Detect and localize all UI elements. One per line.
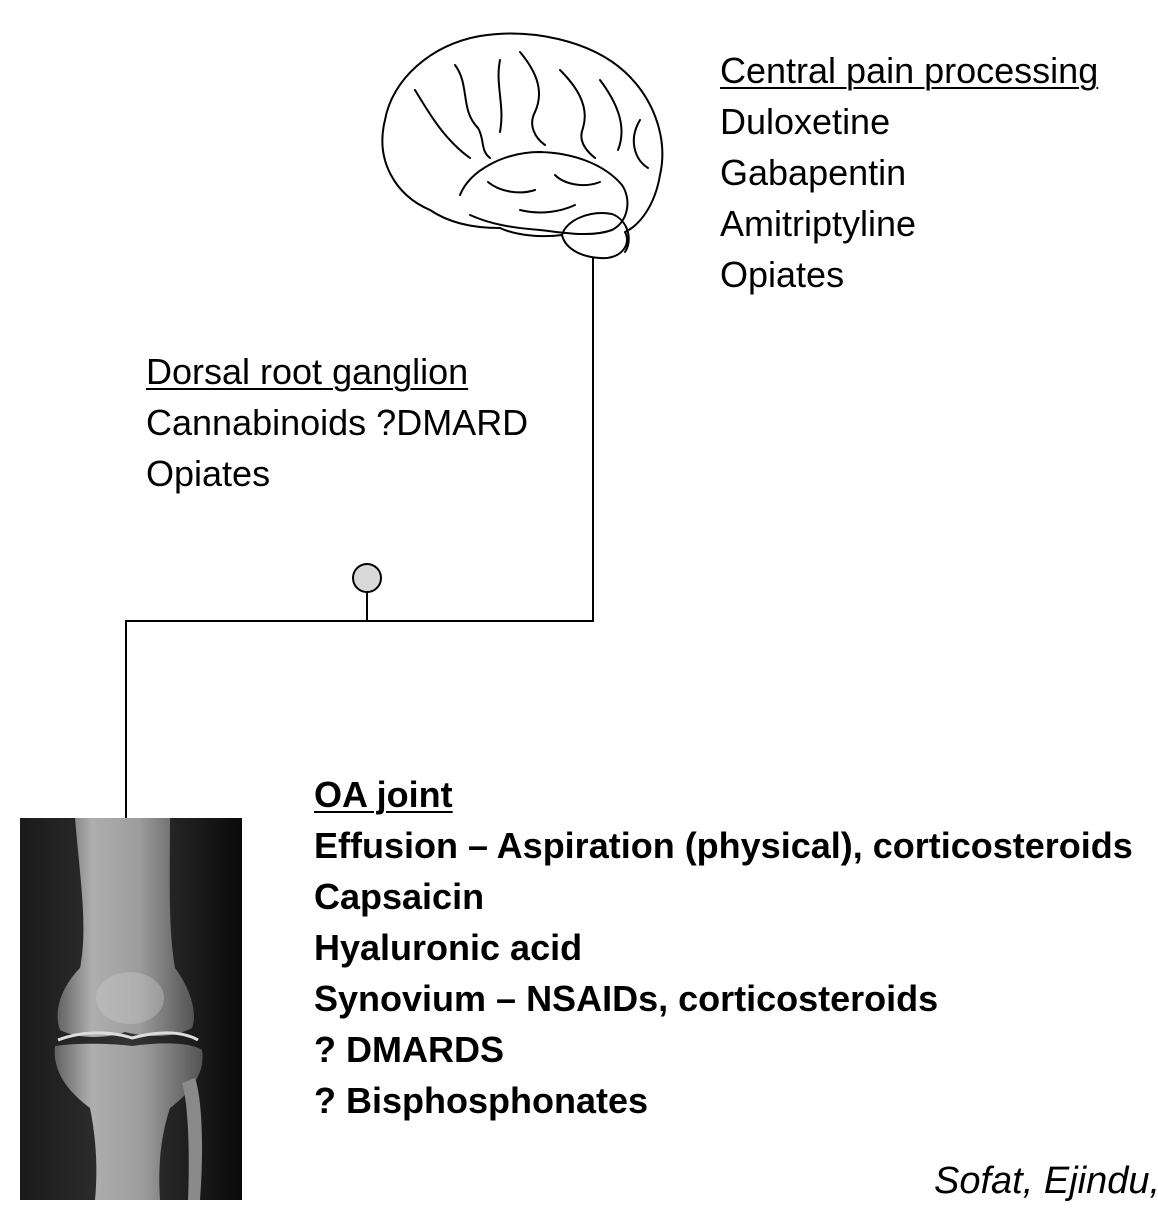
oa-item: Synovium – NSAIDs, corticosteroids (314, 978, 939, 1019)
oa-item: Effusion – Aspiration (physical), cortic… (314, 825, 1133, 866)
brain-icon (381, 32, 664, 260)
oa-heading: OA joint (314, 774, 453, 815)
central-item: Duloxetine (720, 101, 891, 142)
oa-item: ? DMARDS (314, 1029, 504, 1070)
knee-xray-image (20, 818, 242, 1200)
central-item: Opiates (720, 254, 845, 295)
oa-item: ? Bisphosphonates (314, 1080, 649, 1121)
central-heading: Central pain processing (720, 50, 1099, 91)
central-pain-processing-block: Central pain processing Duloxetine Gabap… (720, 45, 1098, 300)
oa-item: Capsaicin (314, 876, 485, 917)
oa-joint-block: OA joint Effusion – Aspiration (physical… (314, 769, 1133, 1126)
central-item: Amitriptyline (720, 203, 917, 244)
central-item: Gabapentin (720, 152, 907, 193)
ganglion-icon (352, 563, 382, 621)
oa-item: Hyaluronic acid (314, 927, 583, 968)
dorsal-root-ganglion-block: Dorsal root ganglion Cannabinoids ?DMARD… (146, 346, 528, 499)
citation-text: Sofat, Ejindu, (934, 1160, 1158, 1202)
drg-item: Opiates (146, 453, 271, 494)
drg-heading: Dorsal root ganglion (146, 351, 469, 392)
drg-item: Cannabinoids ?DMARD (146, 402, 529, 443)
nerve-pathway-line (125, 258, 594, 820)
